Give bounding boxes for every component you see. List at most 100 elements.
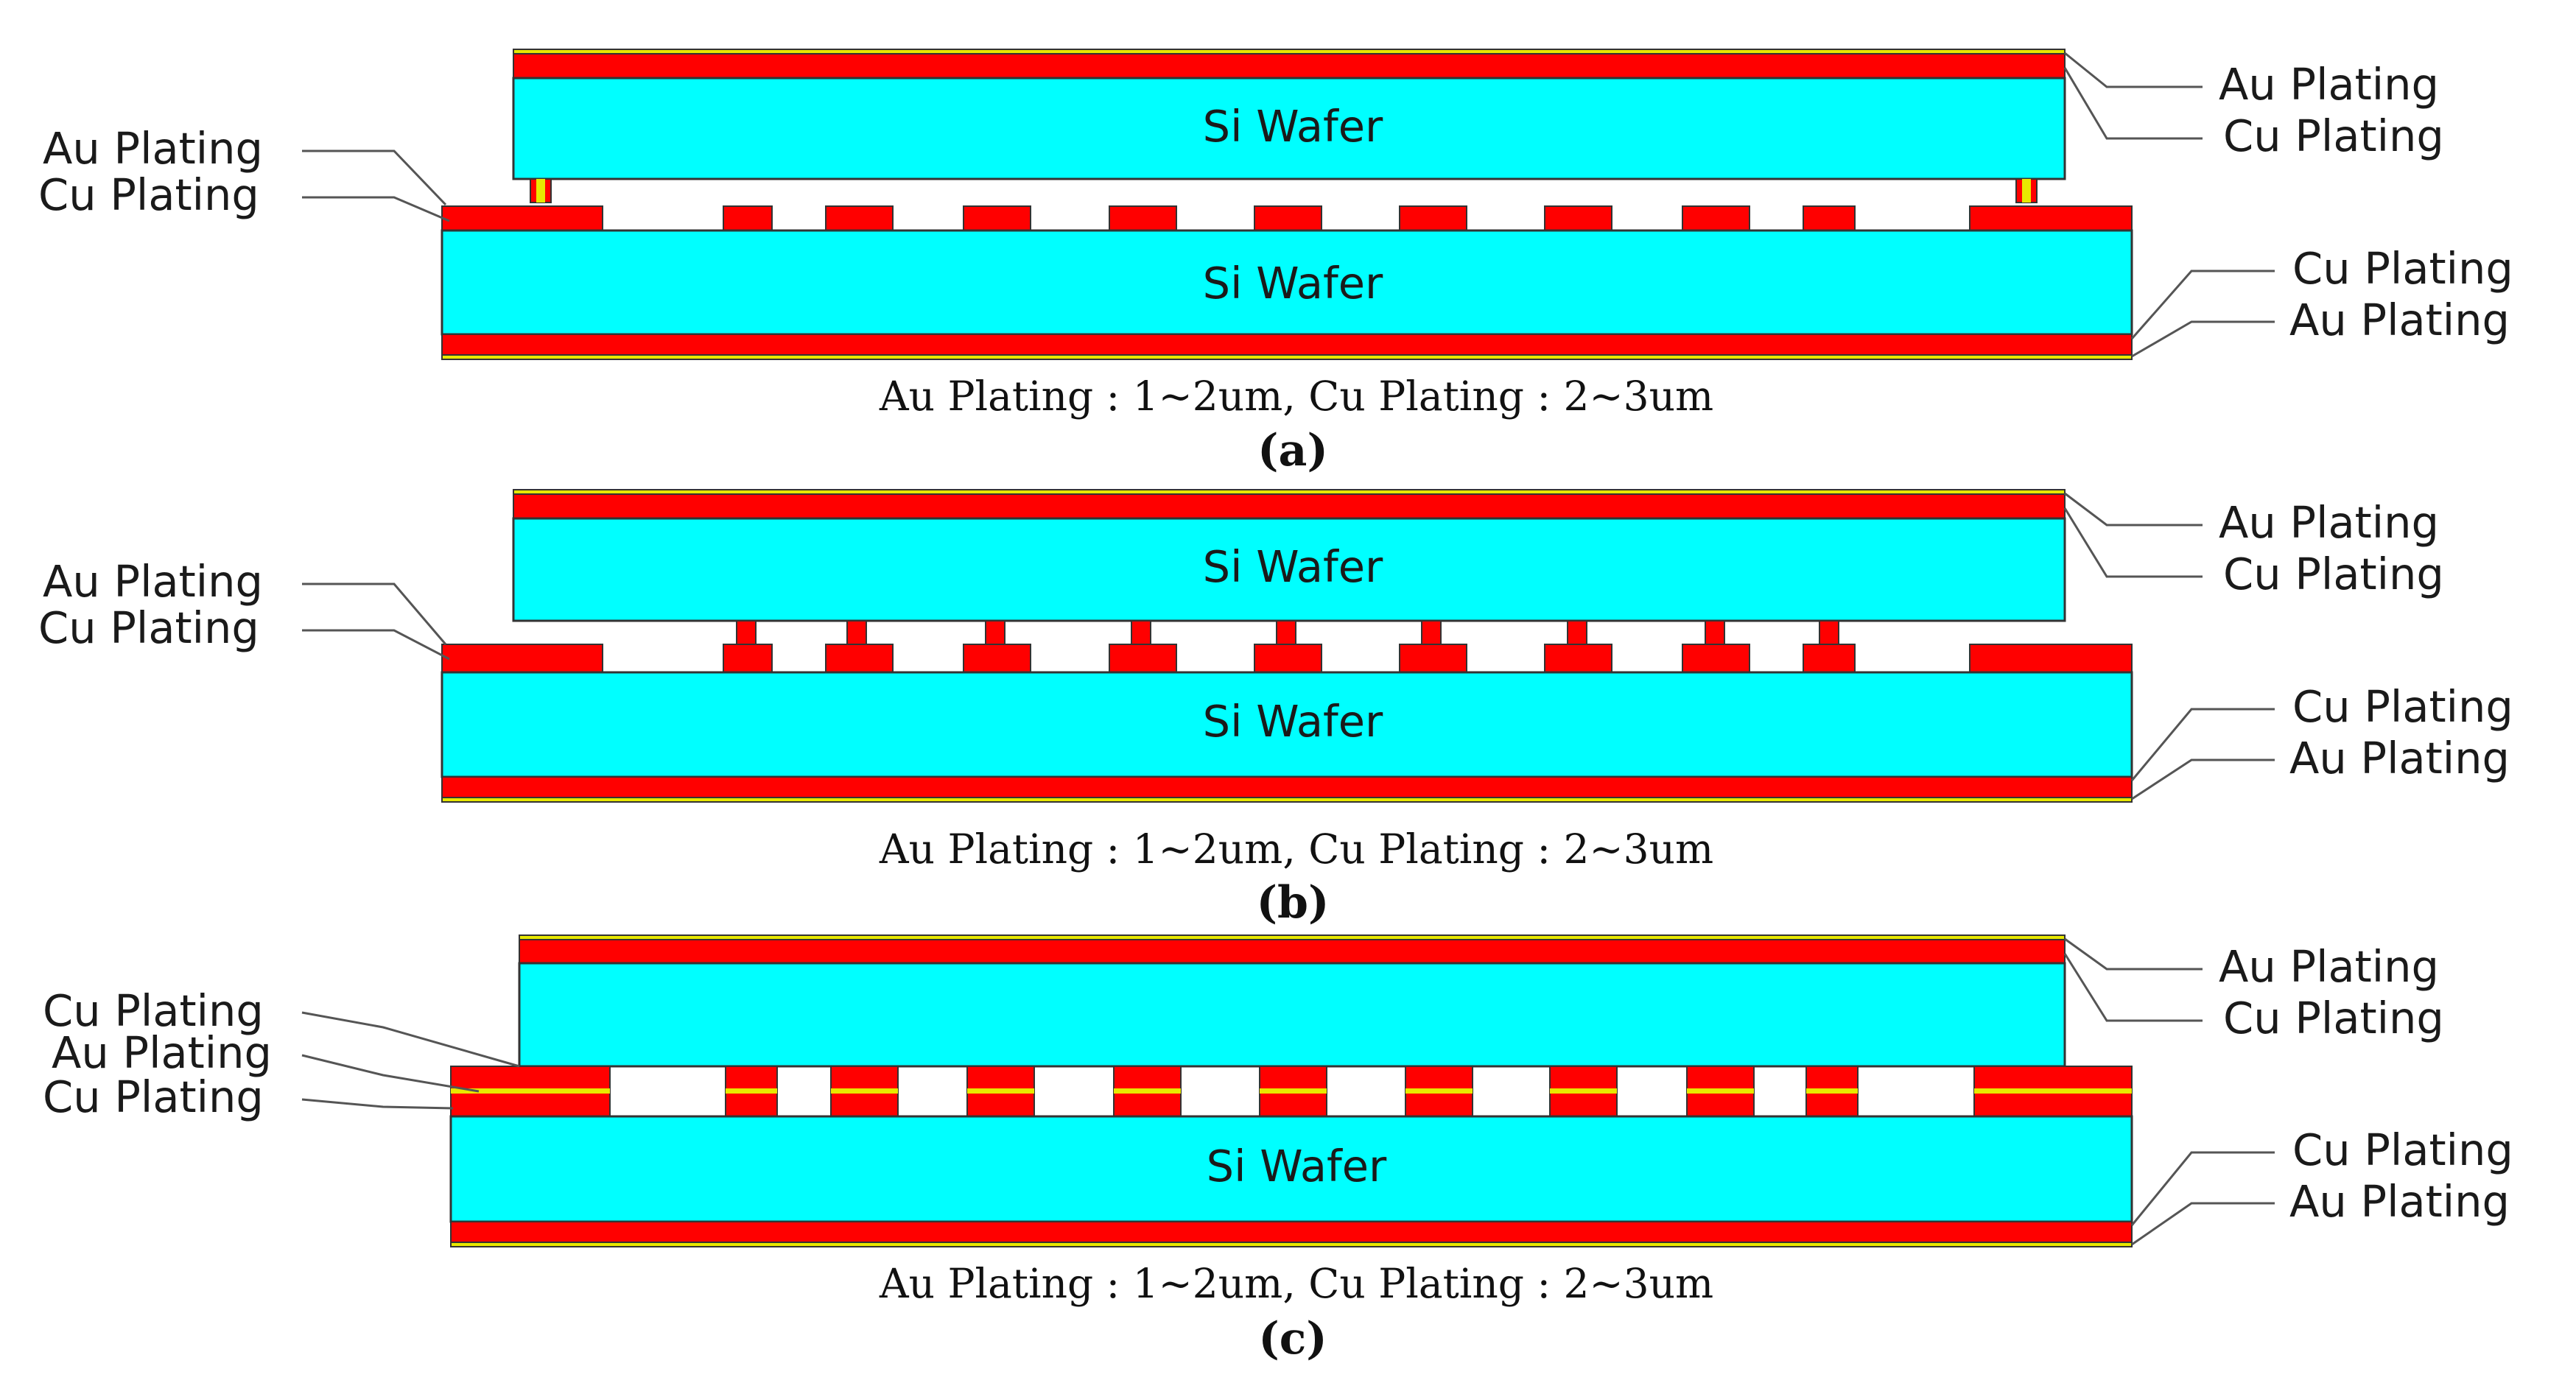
- bottom-wafer-au-plating: [450, 1242, 2133, 1247]
- pad: [825, 644, 894, 673]
- left-label-cu: Cu Plating: [38, 169, 259, 220]
- bump: [985, 620, 1006, 645]
- pad: [1803, 205, 1856, 231]
- top-wafer-label: Si Wafer: [1203, 101, 1383, 152]
- spec-caption: Au Plating : 1~2um, Cu Plating : 2~3um: [879, 373, 1713, 420]
- bond-post-left-au: [536, 179, 545, 203]
- bottom-wafer-cu-plating: [441, 334, 2133, 356]
- leader-line: [2063, 507, 2203, 578]
- bonded-pad-au: [1806, 1088, 1858, 1094]
- pad: [1544, 205, 1612, 231]
- right-top-label-cu: Cu Plating: [2223, 993, 2444, 1043]
- top-si-wafer: [512, 517, 2066, 622]
- bump: [1705, 620, 1725, 645]
- leader-line: [2131, 320, 2275, 358]
- leader-line: [302, 582, 447, 645]
- bonded-pad-au: [1405, 1088, 1473, 1094]
- bonded-pad-au: [967, 1088, 1034, 1094]
- leader-line: [2064, 937, 2203, 971]
- bottom-wafer-label: Si Wafer: [1203, 696, 1383, 747]
- bond-post-right-au: [2022, 179, 2031, 203]
- pad: [1969, 205, 2133, 231]
- leader-line: [2130, 1151, 2275, 1226]
- top-wafer-cu-plating: [513, 53, 2066, 79]
- bump: [1567, 620, 1587, 645]
- right-top-label-cu: Cu Plating: [2223, 549, 2444, 599]
- pad-row: [441, 205, 2133, 231]
- right-bottom-label-cu: Cu Plating: [2292, 1124, 2513, 1175]
- bonded-pad-au: [831, 1088, 898, 1094]
- pad: [1109, 205, 1177, 231]
- bump: [1421, 620, 1442, 645]
- pad: [1969, 644, 2133, 673]
- pad: [1682, 644, 1750, 673]
- top-wafer-cu-plating: [513, 493, 2066, 519]
- pad: [441, 205, 603, 231]
- panel-c: Si Wafer Cu Plating Au Plating Cu Platin…: [43, 934, 2513, 1365]
- panel-tag: (a): [1257, 425, 1328, 476]
- bottom-wafer-label: Si Wafer: [1203, 258, 1383, 309]
- right-bottom-label-au: Au Plating: [2289, 295, 2510, 345]
- top-si-wafer: [518, 962, 2066, 1068]
- right-bottom-label-cu: Cu Plating: [2292, 681, 2513, 732]
- bottom-wafer-cu-plating: [441, 776, 2133, 798]
- panel-tag: (c): [1258, 1313, 1327, 1365]
- pad: [1803, 644, 1856, 673]
- pad: [1399, 644, 1467, 673]
- panel-tag: (b): [1257, 877, 1330, 929]
- bump-row: [736, 620, 1839, 645]
- leader-line: [2064, 492, 2203, 527]
- right-bottom-label-cu: Cu Plating: [2292, 243, 2513, 294]
- bump: [846, 620, 867, 645]
- left-label-au: Au Plating: [52, 1027, 272, 1078]
- left-label-cu-upper: Cu Plating: [43, 985, 264, 1036]
- bonded-pad-au: [1974, 1088, 2132, 1094]
- top-wafer-label: Si Wafer: [1203, 541, 1383, 592]
- pad: [963, 644, 1031, 673]
- pad: [723, 205, 773, 231]
- bump: [736, 620, 757, 645]
- left-label-cu: Cu Plating: [38, 602, 259, 653]
- spec-caption: Au Plating : 1~2um, Cu Plating : 2~3um: [879, 826, 1713, 873]
- leader-line: [2131, 1202, 2275, 1246]
- right-top-label-au: Au Plating: [2219, 497, 2439, 548]
- pad: [1544, 644, 1612, 673]
- pad: [1109, 644, 1177, 673]
- bonded-pad-row: [450, 1066, 2133, 1117]
- bottom-si-wafer: [441, 229, 2133, 336]
- pad: [825, 205, 894, 231]
- leader-line: [302, 149, 447, 206]
- left-label-cu-lower: Cu Plating: [43, 1071, 264, 1122]
- spec-caption: Au Plating : 1~2um, Cu Plating : 2~3um: [879, 1260, 1713, 1307]
- leader-line: [2063, 953, 2203, 1022]
- leader-line: [302, 629, 450, 661]
- bonded-pad-au: [726, 1088, 777, 1094]
- leader-line: [2130, 270, 2275, 339]
- left-label-au: Au Plating: [43, 123, 263, 174]
- bonded-pad-au: [451, 1088, 610, 1094]
- panel-b: Si Wafer Si Wafer: [38, 489, 2513, 929]
- bonded-pad-au: [1114, 1088, 1181, 1094]
- bottom-wafer-cu-plating: [450, 1221, 2133, 1243]
- bottom-wafer-au-plating: [441, 797, 2133, 803]
- bottom-wafer-au-plating: [441, 354, 2133, 360]
- right-bottom-label-au: Au Plating: [2289, 1176, 2510, 1227]
- pad: [1399, 205, 1467, 231]
- right-bottom-label-au: Au Plating: [2289, 733, 2510, 784]
- bonded-pad-au: [1260, 1088, 1327, 1094]
- panel-a: Si Wafer Si Wafer Au Plating Cu Plating: [38, 49, 2513, 476]
- right-top-label-cu: Cu Plating: [2223, 110, 2444, 161]
- bonded-pad-au: [1550, 1088, 1617, 1094]
- leader-line: [301, 1011, 520, 1068]
- bump: [1131, 620, 1151, 645]
- leader-line: [302, 196, 450, 222]
- top-si-wafer: [512, 77, 2066, 180]
- pad-row: [441, 644, 2133, 673]
- bonded-pad-au: [1687, 1088, 1754, 1094]
- pad: [1682, 205, 1750, 231]
- bottom-si-wafer: [449, 1115, 2133, 1223]
- leader-line: [301, 1054, 480, 1093]
- leader-line: [301, 1098, 454, 1110]
- pad: [1254, 644, 1322, 673]
- pad: [963, 205, 1031, 231]
